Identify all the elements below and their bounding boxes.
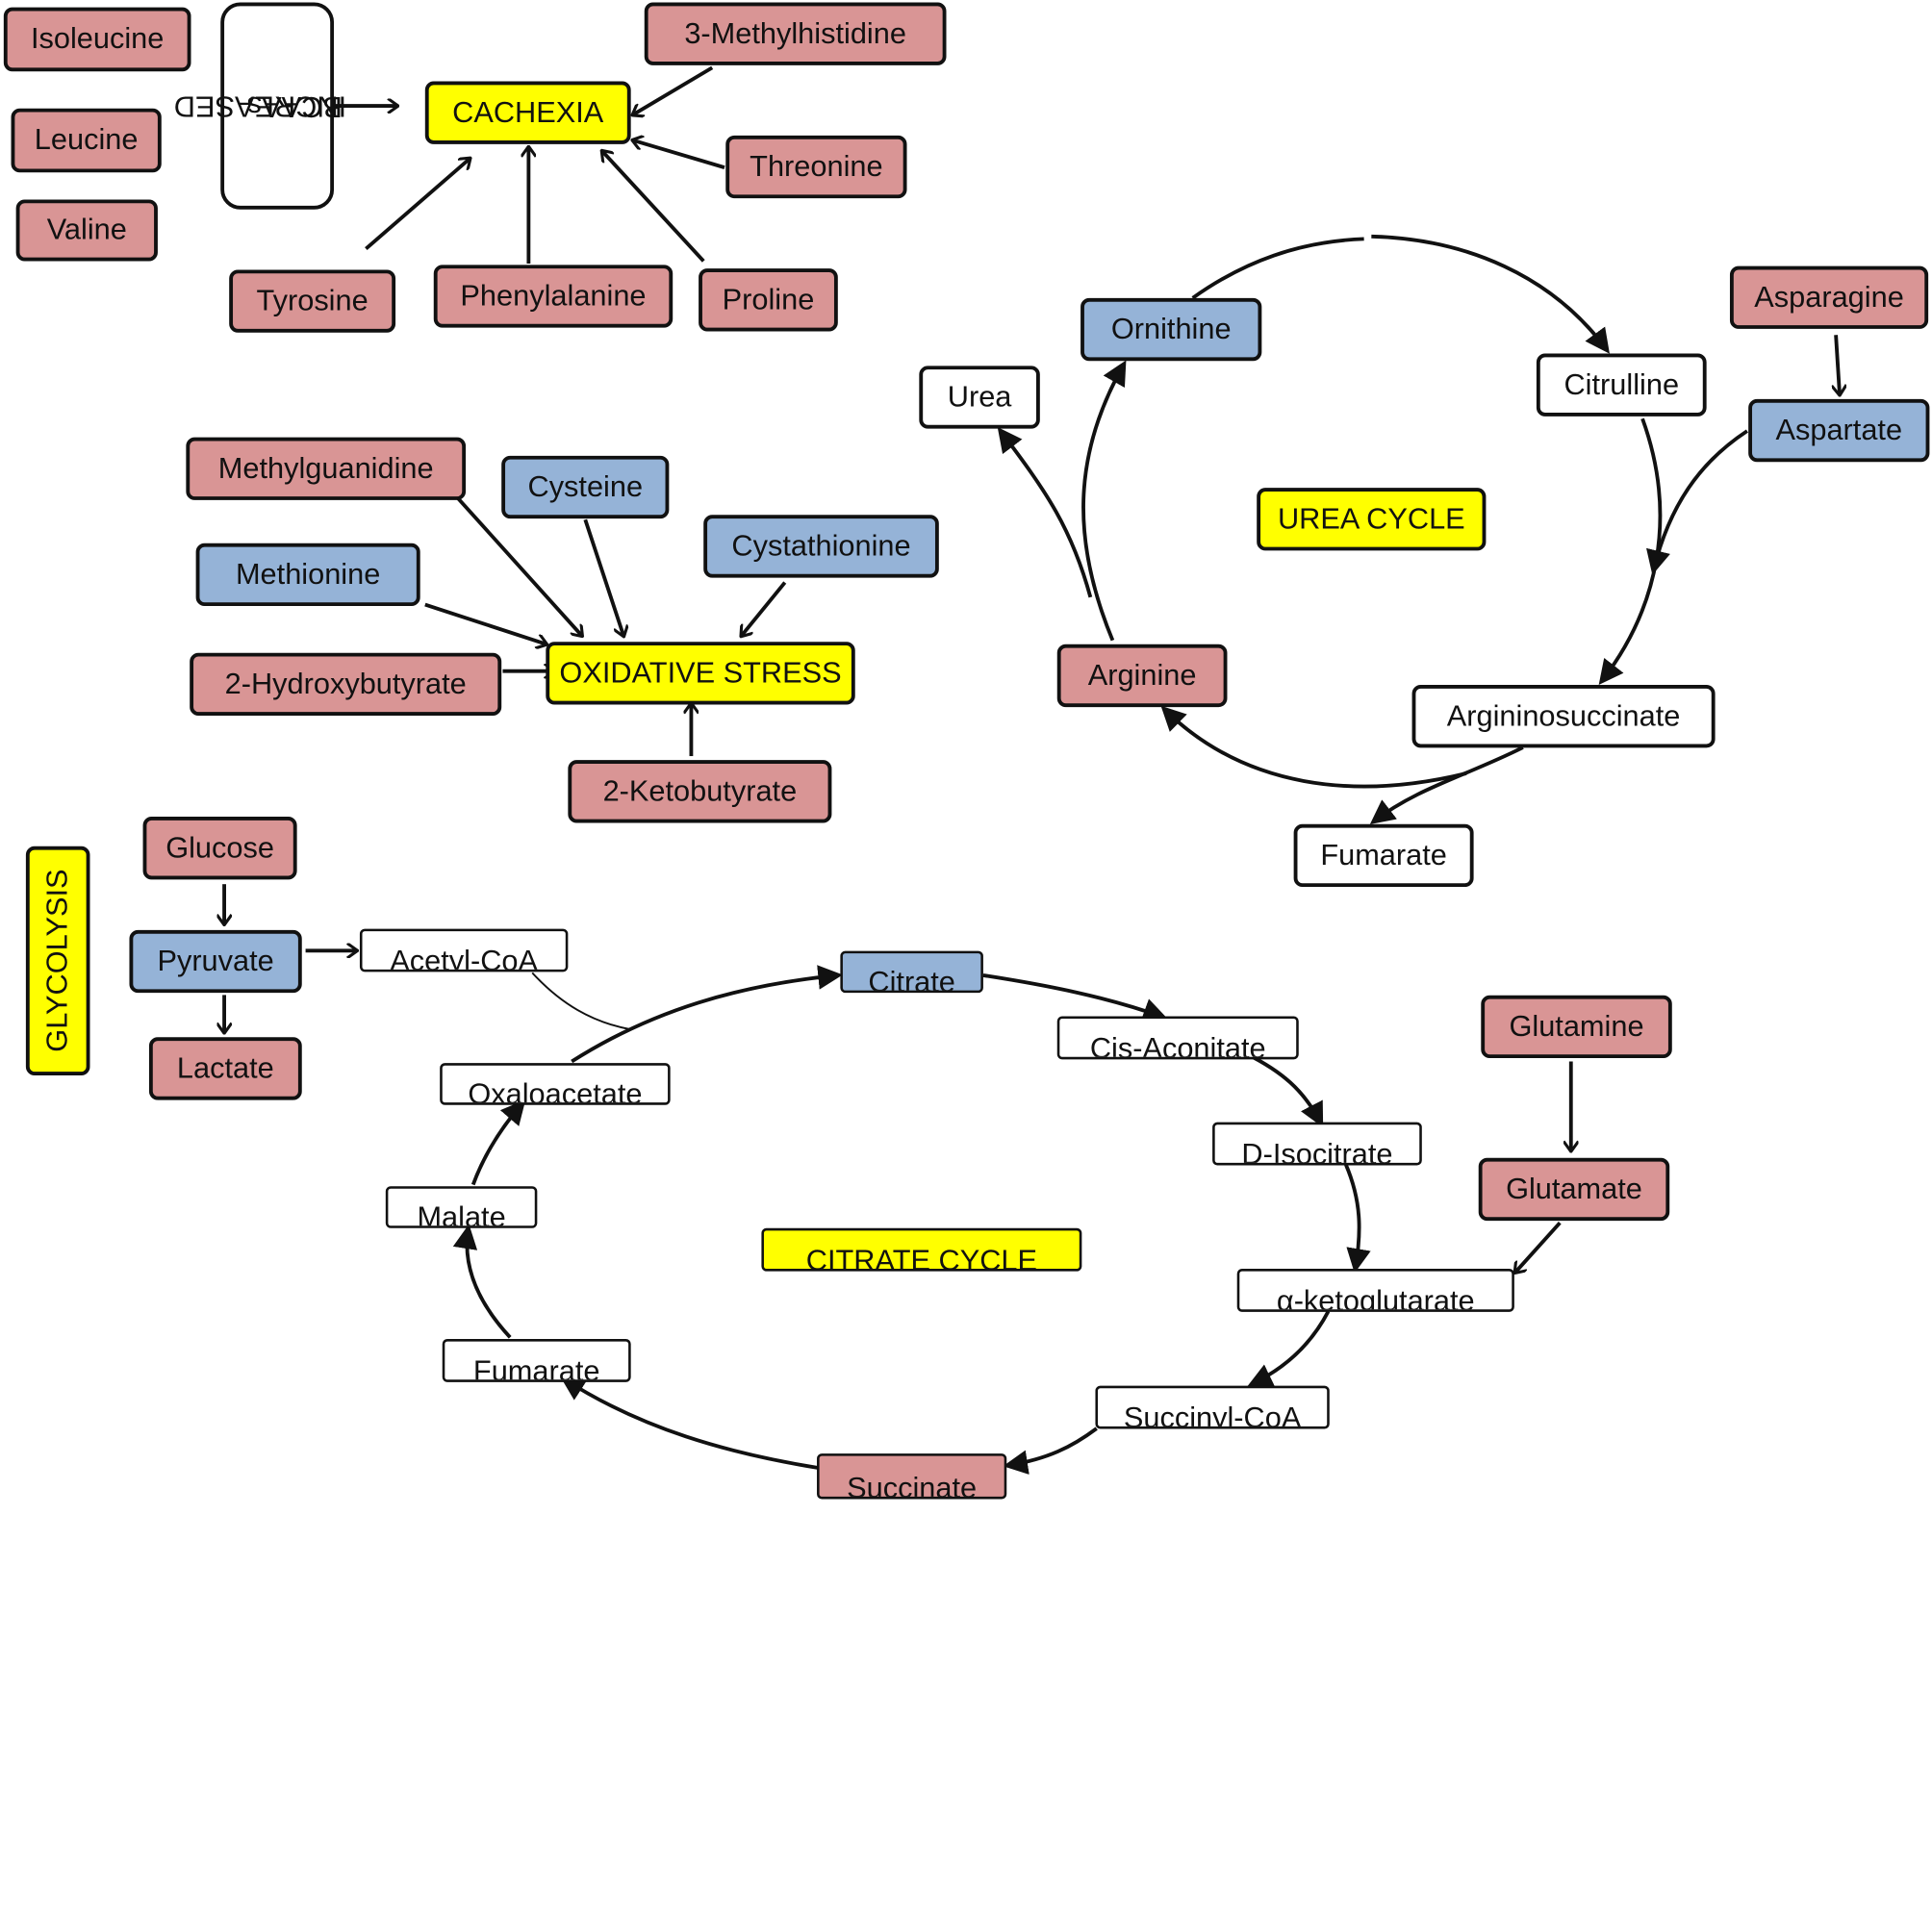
node-asparagine: Asparagine — [1729, 265, 1929, 329]
arrow-tyrosine-to-cachexia — [365, 159, 470, 251]
node-citrulline: Citrulline — [1536, 353, 1707, 417]
node-2-ketobutyrate: 2-Ketobutyrate — [568, 760, 832, 823]
node-glutamine: Glutamine — [1481, 995, 1672, 1059]
node-cysteine: Cysteine — [501, 455, 670, 519]
node-arginine: Arginine — [1056, 644, 1228, 708]
node-citrate-cycle: CITRATE CYCLE — [761, 1227, 1082, 1272]
node-succinate: Succinate — [817, 1453, 1007, 1500]
node-d-isocitrate: D-Isocitrate — [1212, 1122, 1422, 1166]
arc-isocitrate-to-akg — [1343, 1163, 1371, 1274]
node-acetyl-coa: Acetyl-CoA — [359, 928, 569, 972]
arrow-threonine-to-cachexia — [633, 140, 725, 169]
arrow-argininosuccinate-to-fumarate — [1369, 745, 1524, 825]
node-glutamate: Glutamate — [1478, 1157, 1670, 1222]
arc-citrate-to-cisaconitate — [982, 973, 1168, 1023]
arc-succinylcoa-to-succinate — [1003, 1427, 1098, 1475]
node-2-hydroxybutyrate: 2-Hydroxybutyrate — [190, 652, 502, 717]
arc-akg-to-succinylcoa — [1247, 1310, 1331, 1387]
arc-ornithine-to-citrulline-2 — [1371, 234, 1610, 354]
node-cachexia: CACHEXIA — [424, 81, 631, 144]
node-threonine: Threonine — [725, 135, 907, 199]
arrow-arginine-to-urea — [997, 426, 1093, 598]
node-3-methylhistidine: 3-Methylhistidine — [644, 2, 947, 65]
arrow-methylhistidine-to-cachexia — [633, 65, 714, 114]
node-valine: Valine — [15, 199, 158, 262]
arrow-aspartate-to-argininosuccinate — [1646, 429, 1748, 575]
node-isoleucine: Isoleucine — [3, 7, 191, 72]
node-urea: Urea — [919, 366, 1040, 429]
node-methionine: Methionine — [195, 543, 420, 607]
node-fumarate-citrate: Fumarate — [442, 1339, 631, 1382]
node-aspartate: Aspartate — [1748, 398, 1930, 463]
node-lactate: Lactate — [148, 1037, 302, 1100]
node-oxaloacetate: Oxaloacetate — [440, 1063, 671, 1105]
arrow-glutamate-to-akg — [1515, 1221, 1562, 1272]
arc-malate-to-oxaloacetate — [470, 1099, 526, 1186]
arc-argininosuccinate-to-arginine — [1160, 705, 1467, 789]
node-argininosuccinate: Argininosuccinate — [1411, 685, 1716, 748]
node-cis-aconitate: Cis-Aconitate — [1056, 1016, 1299, 1060]
node-alpha-ketoglutarate: α-ketoglutarate — [1236, 1269, 1514, 1312]
arc-oxaloacetate-to-citrate — [571, 965, 843, 1064]
arrow-cysteine-to-oxidative — [583, 518, 623, 635]
node-glycolysis: GLYCOLYSIS — [25, 846, 90, 1075]
node-glucose: Glucose — [142, 817, 297, 880]
arrow-asparagine-to-aspartate — [1836, 335, 1840, 393]
node-pyruvate: Pyruvate — [129, 929, 302, 994]
node-fumarate-urea: Fumarate — [1293, 823, 1474, 888]
arrow-methionine-to-oxidative — [424, 602, 547, 644]
arrow-cystathionine-to-oxidative — [742, 581, 787, 636]
pathway-connectors — [0, 65, 1932, 1475]
arrow-methylguanidine-to-oxidative — [456, 497, 581, 635]
arc-cisaconitate-to-isocitrate — [1246, 1052, 1324, 1128]
node-ornithine: Ornithine — [1080, 297, 1262, 362]
arc-succinate-to-fumarate — [560, 1376, 819, 1470]
node-cystathionine: Cystathionine — [703, 515, 939, 578]
node-proline: Proline — [699, 268, 838, 332]
node-citrate: Citrate — [840, 950, 983, 994]
arrow-proline-to-cachexia — [602, 151, 705, 263]
node-leucine: Leucine — [11, 108, 162, 173]
node-succinyl-coa: Succinyl-CoA — [1095, 1385, 1330, 1429]
node-phenylalanine: Phenylalanine — [433, 265, 674, 328]
line-acetylcoa-to-cycle — [531, 972, 631, 1031]
node-tyrosine: Tyrosine — [229, 269, 396, 333]
arc-ornithine-to-citrulline — [1191, 237, 1364, 300]
arc-arginine-to-ornithine — [1081, 360, 1127, 642]
node-oxidative-stress: OXIDATIVE STRESS — [546, 642, 855, 705]
node-malate: Malate — [385, 1186, 538, 1228]
node-methylguanidine: Methylguanidine — [186, 437, 467, 500]
arc-fumarate-to-malate — [452, 1224, 512, 1339]
node-urea-cycle: UREA CYCLE — [1257, 488, 1487, 551]
